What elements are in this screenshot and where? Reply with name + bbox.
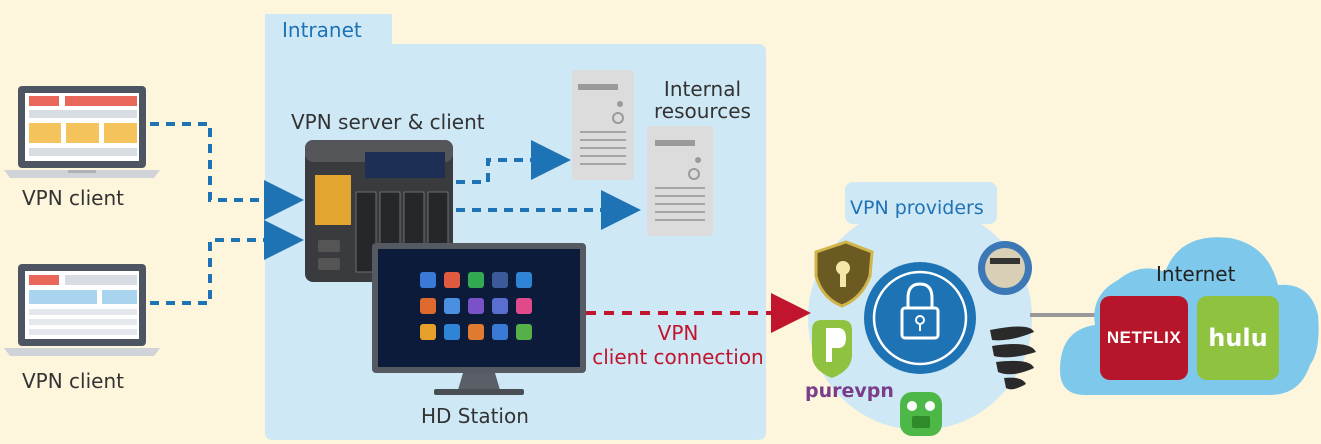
vpn-server-label: VPN server & client <box>291 110 485 134</box>
netflix-logo: NETFLIX <box>1100 296 1188 380</box>
vpn-client-label-bottom: VPN client <box>22 369 124 393</box>
vpn-client-label-top: VPN client <box>22 186 124 210</box>
monitor-icon <box>372 243 586 395</box>
vpn-client-connection-label: VPN client connection <box>588 321 768 369</box>
hulu-logo: hulu <box>1197 296 1279 380</box>
app-grid <box>420 272 532 340</box>
lock-icon <box>864 262 976 374</box>
internal-resources-line1: Internal <box>663 77 742 101</box>
cloud-icon <box>1060 237 1319 395</box>
intranet-label: Intranet <box>282 18 362 42</box>
vpn-connection-line1: VPN <box>657 321 699 345</box>
shield-icon <box>814 240 874 308</box>
laptop-icon <box>4 264 160 356</box>
blue-dashed-links <box>150 122 641 305</box>
hd-station-label: HD Station <box>421 404 529 428</box>
vyprvpn-icon <box>990 326 1036 390</box>
internal-resources-line2: resources <box>654 99 751 123</box>
server-icon <box>572 70 634 180</box>
internet-label: Internet <box>1156 262 1236 286</box>
vpn-connection-line2: client connection <box>592 345 764 369</box>
hidemyass-icon <box>978 241 1032 295</box>
server-icon <box>647 126 713 236</box>
purevpn-icon <box>812 320 852 378</box>
private-internet-access-icon <box>900 392 942 436</box>
laptop-icon <box>4 86 160 178</box>
internal-resources-label: Internal resources <box>654 78 751 122</box>
vpn-providers-label: VPN providers <box>850 197 984 219</box>
purevpn-logo-text: purevpn <box>805 380 894 402</box>
